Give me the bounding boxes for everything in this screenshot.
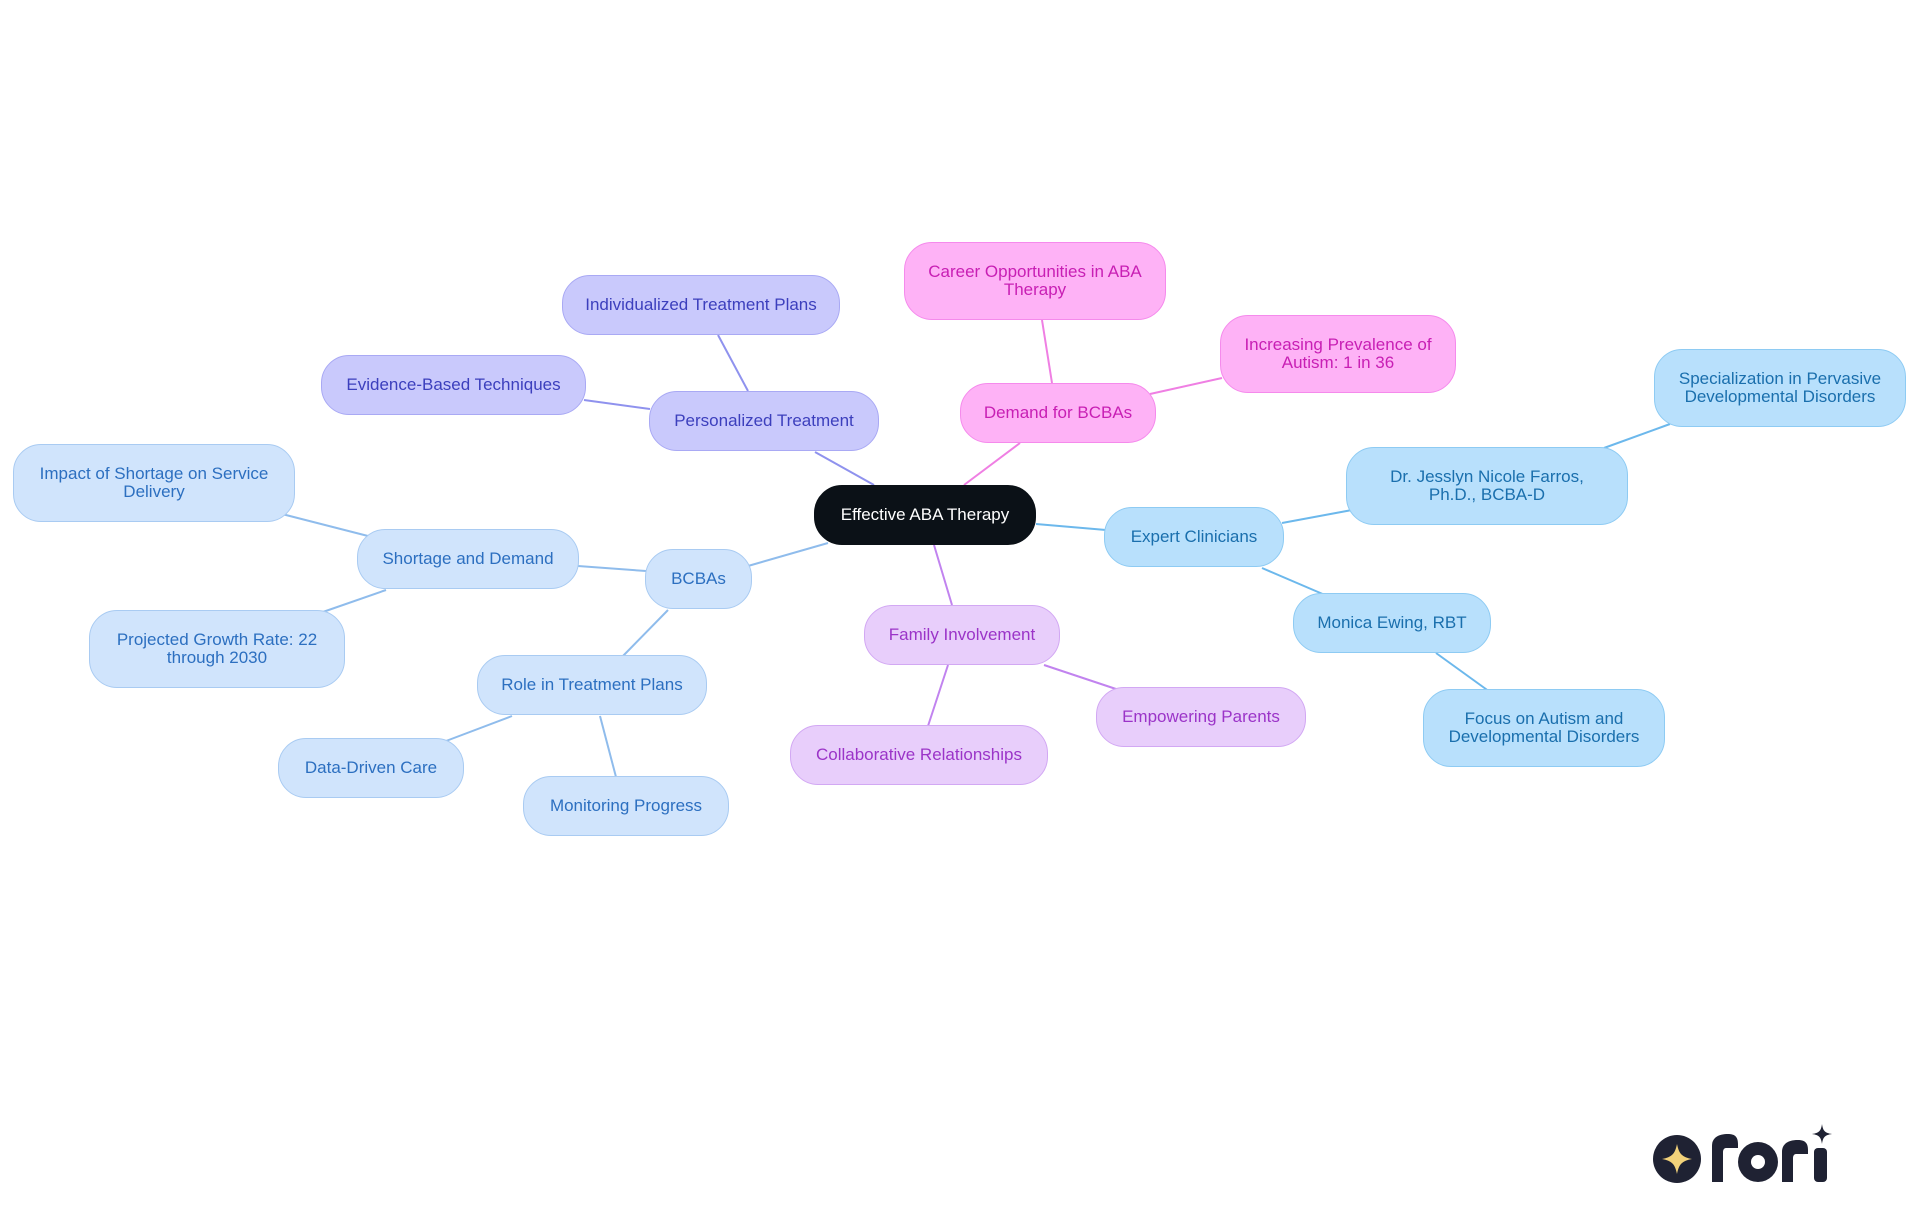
edge-bcbas-shortage bbox=[577, 565, 647, 572]
edge-bcbas-role bbox=[621, 609, 669, 658]
logo-letter-o-hole bbox=[1751, 1155, 1765, 1169]
experts-label: Expert Clinicians bbox=[1130, 527, 1258, 546]
node-family-involvement: Family Involvement bbox=[864, 605, 1060, 665]
edge-personalized-individualized bbox=[717, 334, 749, 392]
node-personalized-treatment: Personalized Treatment bbox=[649, 391, 879, 451]
node-role-in-treatment-plans: Role in Treatment Plans bbox=[477, 655, 707, 715]
node-specialization: Specialization in Pervasive Developmenta… bbox=[1654, 349, 1906, 427]
edge-family-empowering bbox=[1043, 664, 1117, 690]
impact-label: Impact of Shortage on Service Delivery bbox=[39, 464, 269, 501]
edge-shortage-growth bbox=[319, 589, 387, 614]
edge-shortage-impact bbox=[281, 513, 369, 537]
family-label: Family Involvement bbox=[888, 625, 1036, 644]
node-individualized-plans: Individualized Treatment Plans bbox=[562, 275, 840, 335]
rori-logo bbox=[1653, 1124, 1832, 1183]
node-bcbas: BCBAs bbox=[645, 549, 752, 609]
node-expert-clinicians: Expert Clinicians bbox=[1104, 507, 1284, 567]
edge-root-family bbox=[933, 544, 953, 606]
node-demand-for-bcbas: Demand for BCBAs bbox=[960, 383, 1156, 443]
growth-label: Projected Growth Rate: 22 through 2030 bbox=[116, 630, 318, 667]
edge-root-bcbas bbox=[747, 542, 829, 567]
logo-letter-r1 bbox=[1712, 1134, 1738, 1182]
node-career-opportunities: Career Opportunities in ABA Therapy bbox=[904, 242, 1166, 320]
personalized-label: Personalized Treatment bbox=[674, 411, 854, 430]
node-empowering-parents: Empowering Parents bbox=[1096, 687, 1306, 747]
node-dr-farros: Dr. Jesslyn Nicole Farros, Ph.D., BCBA-D bbox=[1346, 447, 1628, 525]
edge-family-collaborative bbox=[927, 664, 949, 727]
edge-root-experts bbox=[1035, 523, 1107, 531]
shortage-label: Shortage and Demand bbox=[382, 549, 554, 568]
node-shortage-and-demand: Shortage and Demand bbox=[357, 529, 579, 589]
node-data-driven-care: Data-Driven Care bbox=[278, 738, 464, 798]
root-node: Effective ABA Therapy bbox=[814, 485, 1036, 545]
edge-demand-career bbox=[1041, 319, 1053, 384]
star-icon bbox=[1812, 1124, 1832, 1144]
node-monica-ewing: Monica Ewing, RBT bbox=[1293, 593, 1491, 653]
edge-role-monitoring bbox=[599, 715, 617, 778]
edge-experts-farros bbox=[1281, 509, 1353, 524]
node-projected-growth: Projected Growth Rate: 22 through 2030 bbox=[89, 610, 345, 688]
evidence-label: Evidence-Based Techniques bbox=[346, 375, 561, 394]
node-collaborative-relationships: Collaborative Relationships bbox=[790, 725, 1048, 785]
node-evidence-based: Evidence-Based Techniques bbox=[321, 355, 586, 415]
demand-label: Demand for BCBAs bbox=[983, 403, 1133, 422]
node-increasing-prevalence: Increasing Prevalence of Autism: 1 in 36 bbox=[1220, 315, 1456, 393]
logo-letter-i bbox=[1814, 1148, 1827, 1182]
specialization-label: Specialization in Pervasive Developmenta… bbox=[1678, 369, 1882, 406]
edge-root-personalized bbox=[814, 451, 875, 486]
node-monitoring-progress: Monitoring Progress bbox=[523, 776, 729, 836]
edge-farros-specialization bbox=[1603, 423, 1671, 449]
node-impact-of-shortage: Impact of Shortage on Service Delivery bbox=[13, 444, 295, 522]
focus-label: Focus on Autism and Developmental Disord… bbox=[1448, 709, 1640, 746]
sparkle-icon bbox=[1662, 1144, 1692, 1174]
prevalence-label: Increasing Prevalence of Autism: 1 in 36 bbox=[1244, 335, 1432, 372]
root-label: Effective ABA Therapy bbox=[840, 505, 1010, 524]
logo-letter-r2 bbox=[1782, 1140, 1808, 1182]
edge-experts-ewing bbox=[1261, 567, 1326, 596]
edge-ewing-focus bbox=[1435, 652, 1491, 693]
role-label: Role in Treatment Plans bbox=[501, 675, 683, 694]
bcbas-label: BCBAs bbox=[671, 569, 726, 588]
edge-root-demand bbox=[963, 442, 1021, 486]
empowering-label: Empowering Parents bbox=[1122, 707, 1280, 726]
node-focus-autism: Focus on Autism and Developmental Disord… bbox=[1423, 689, 1665, 767]
edge-personalized-evidence bbox=[583, 399, 651, 410]
edge-role-datadriven bbox=[445, 715, 513, 742]
farros-label: Dr. Jesslyn Nicole Farros, Ph.D., BCBA-D bbox=[1390, 467, 1584, 504]
edge-demand-prevalence bbox=[1149, 377, 1223, 395]
monitoring-label: Monitoring Progress bbox=[549, 796, 703, 815]
individualized-label: Individualized Treatment Plans bbox=[585, 295, 817, 314]
career-label: Career Opportunities in ABA Therapy bbox=[928, 262, 1142, 299]
ewing-label: Monica Ewing, RBT bbox=[1317, 613, 1467, 632]
collaborative-label: Collaborative Relationships bbox=[815, 745, 1022, 764]
datadriven-label: Data-Driven Care bbox=[304, 758, 438, 777]
